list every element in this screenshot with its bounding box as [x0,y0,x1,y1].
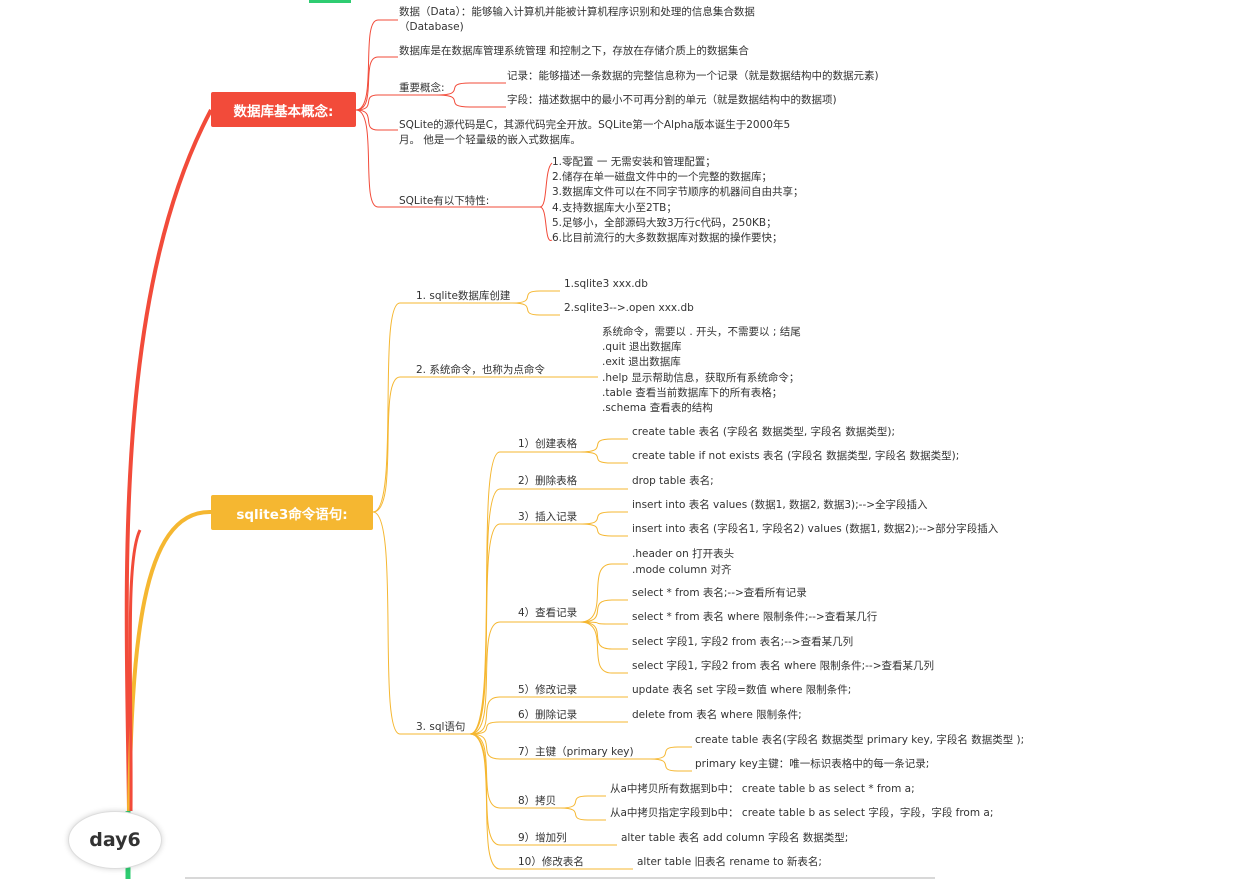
node-concept[interactable]: 重要概念: [399,82,445,94]
node-s3a[interactable]: insert into 表名 values (数据1, 数据2, 数据3);--… [632,499,928,511]
connector-line [372,511,401,735]
connector-line [539,162,553,241]
connector-line [355,56,379,111]
node-s8a[interactable]: 从a中拷贝所有数据到b中： create table b as select *… [610,783,915,795]
node-s4[interactable]: 4）查看记录 [518,607,578,619]
node-c1[interactable]: 1. sqlite数据库创建 [416,290,511,302]
connector-line [579,438,613,453]
connector-line [355,94,379,111]
active-tab-indicator [309,0,351,3]
main-node-main2[interactable]: sqlite3命令语句: [211,495,373,530]
connector-line [469,733,501,760]
main-node-main1[interactable]: 数据库基本概念: [211,92,356,127]
main-branch-red [124,109,213,812]
node-s2a[interactable]: drop table 表名; [632,475,714,487]
connector-line [469,696,501,735]
node-record[interactable]: 记录：能够描述一条数据的完整信息称为一个记录（就是数据结构中的数据元素) [507,70,879,82]
node-s5[interactable]: 5）修改记录 [518,684,578,696]
node-s3[interactable]: 3）插入记录 [518,511,578,523]
node-s2[interactable]: 2）删除表格 [518,475,578,487]
connector-line [579,621,613,674]
node-field[interactable]: 字段：描述数据中的最小不可再分割的单元（就是数据结构中的数据项) [507,94,837,106]
node-c2list[interactable]: 系统命令，需要以 . 开头，不需要以 ; 结尾.quit 退出数据库.exit … [602,326,801,415]
node-c1a[interactable]: 1.sqlite3 xxx.db [564,278,648,290]
node-s7b[interactable]: primary key主键：唯一标识表格中的每一条记录; [695,758,930,770]
node-s4e[interactable]: select 字段1, 字段2 from 表名 where 限制条件;-->查看… [632,660,935,672]
connector-line [372,302,401,513]
main-branch-red-inner [128,529,142,812]
node-c3[interactable]: 3. sql语句 [416,721,466,733]
node-s1[interactable]: 1）创建表格 [518,438,578,450]
connector-line [355,109,379,208]
node-s6a[interactable]: delete from 表名 where 限制条件; [632,709,802,721]
root-node[interactable]: day6 [68,811,162,869]
node-s8[interactable]: 8）拷贝 [518,795,557,807]
node-c2[interactable]: 2. 系统命令，也称为点命令 [416,364,545,376]
node-s10a[interactable]: alter table 旧表名 rename to 新表名; [637,856,822,868]
connector-line [469,523,501,735]
node-featlist[interactable]: 1.零配置 一 无需安装和管理配置；2.储存在单一磁盘文件中的一个完整的数据库；… [552,156,804,245]
connector-line [579,511,613,525]
connector-line [649,746,679,760]
node-s4b[interactable]: select * from 表名;-->查看所有记录 [632,587,807,599]
connector-line [579,621,613,650]
node-s7a[interactable]: create table 表名(字段名 数据类型 primary key, 字段… [695,734,1025,746]
connector-line [435,94,471,108]
node-s9a[interactable]: alter table 表名 add column 字段名 数据类型; [621,832,849,844]
connector-line [355,19,379,111]
node-feat[interactable]: SQLite有以下特性: [399,195,490,207]
connector-line [469,721,501,735]
node-s1a[interactable]: create table 表名 (字段名 数据类型, 字段名 数据类型); [632,426,896,438]
node-src[interactable]: SQLite的源代码是C，其源代码完全开放。SQLite第一个Alpha版本诞生… [399,119,791,146]
connector-line [579,621,613,625]
node-s3b[interactable]: insert into 表名 (字段名1, 字段名2) values (数据1,… [632,523,999,535]
connector-line [579,599,613,623]
horizontal-scrollbar[interactable] [185,877,935,879]
connector-line [649,758,679,772]
node-c1b[interactable]: 2.sqlite3-->.open xxx.db [564,302,694,314]
node-s10[interactable]: 10）修改表名 [518,856,584,868]
node-s9[interactable]: 9）增加列 [518,832,567,844]
main-branch-yellow [127,509,212,812]
node-s6[interactable]: 6）删除记录 [518,709,578,721]
node-data[interactable]: 数据（Data）：能够输入计算机并能被计算机程序识别和处理的信息集合数据（Dat… [399,6,755,33]
connector-line [511,290,541,304]
connector-line [355,109,379,131]
node-s5a[interactable]: update 表名 set 字段=数值 where 限制条件; [632,684,852,696]
connector-line [579,523,613,537]
connector-line [559,807,589,821]
node-db[interactable]: 数据库是在数据库管理系统管理 和控制之下，存放在存储介质上的数据集合 [399,45,749,57]
connector-line [469,733,501,809]
connector-line [559,795,589,809]
connector-line [435,82,471,96]
node-s4a[interactable]: .header on 打开表头.mode column 对齐 [632,548,735,576]
connector-line [469,733,501,870]
node-s8b[interactable]: 从a中拷贝指定字段到b中： create table b as select 字… [610,807,994,819]
node-s4d[interactable]: select 字段1, 字段2 from 表名;-->查看某几列 [632,636,854,648]
node-s4c[interactable]: select * from 表名 where 限制条件;-->查看某几行 [632,611,878,623]
connector-line [469,621,501,735]
node-s1b[interactable]: create table if not exists 表名 (字段名 数据类型,… [632,450,960,462]
connector-line [579,451,613,464]
connector-line [579,563,613,623]
connector-line [372,376,401,513]
node-s7[interactable]: 7）主键（primary key) [518,746,634,758]
connector-line [511,302,541,316]
